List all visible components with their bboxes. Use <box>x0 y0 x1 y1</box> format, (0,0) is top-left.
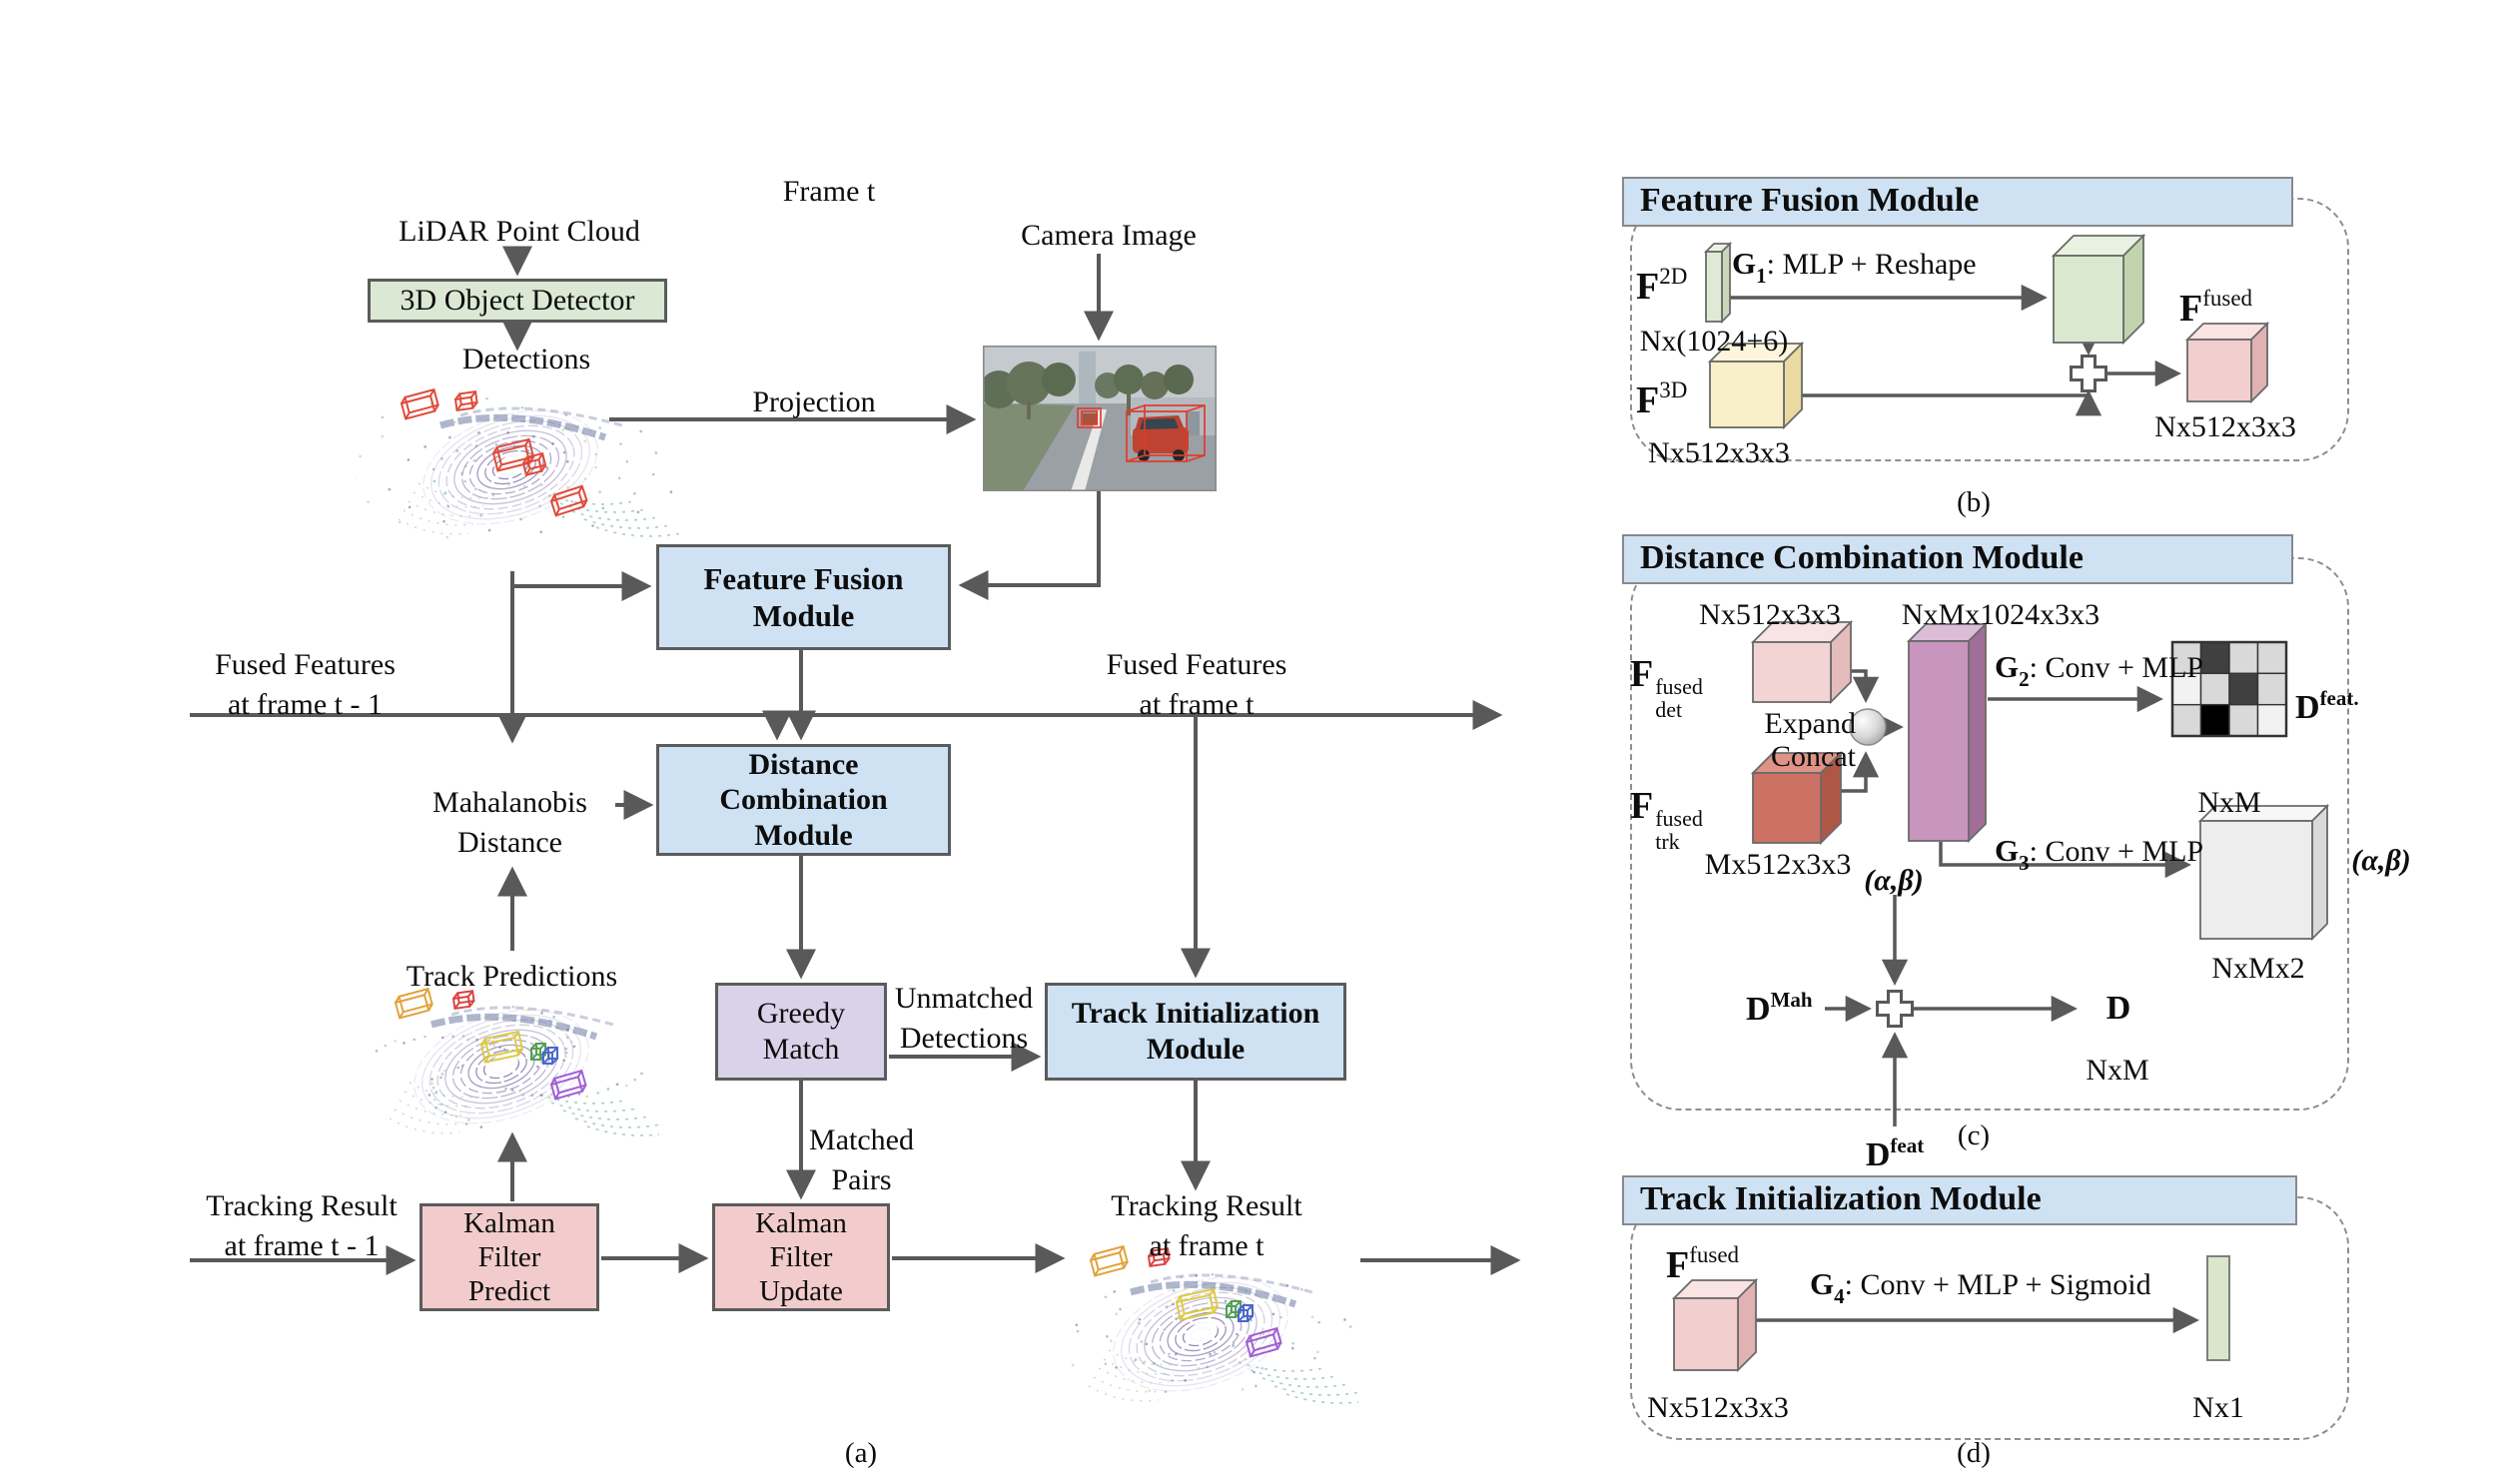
caption-b: (b) <box>1957 486 1991 518</box>
track-predictions-label: Track Predictions <box>406 960 618 993</box>
g1-label: G1: MLP + Reshape <box>1732 246 1977 288</box>
tracking-result-pointcloud-image <box>1071 1244 1358 1404</box>
arrow-f3d-to-plus <box>1788 389 2102 416</box>
expand-label: Expand <box>1764 707 1856 740</box>
g4-label: G4: Conv + MLP + Sigmoid <box>1810 1266 2151 1308</box>
camera-image-label: Camera Image <box>1021 219 1197 252</box>
detections-pointcloud-image <box>356 387 683 539</box>
distance-matrix <box>2171 641 2287 737</box>
f2d-slab-icon <box>1703 241 1733 325</box>
kalman-filter-update-box: Kalman Filter Update <box>712 1203 890 1311</box>
g2-label: G2: Conv + MLP <box>1995 649 2204 691</box>
tensor-cubes <box>1671 233 2330 1373</box>
d-out-label: D <box>2105 990 2131 1027</box>
f3d-cube-icon <box>1707 341 1805 430</box>
arrow-fused-t1-to-dcm <box>190 710 792 741</box>
lidar-label: LiDAR Point Cloud <box>399 215 640 248</box>
caption-a: (a) <box>844 1437 878 1469</box>
distance-matrix-border <box>2170 640 2288 738</box>
fused-features-t-label: Fused Features at frame t <box>1106 648 1287 721</box>
n512-out-label: Nx512x3x3 <box>2154 410 2296 443</box>
nxm-feat-label: NxM <box>2197 786 2261 819</box>
reshaped-2d-cube-icon <box>2051 233 2146 346</box>
caption-c: (c) <box>1957 1119 1991 1151</box>
mahalanobis-label: Mahalanobis Distance <box>432 786 587 859</box>
f2d-label: F2D <box>1636 264 1688 308</box>
camera-image-thumbnail <box>983 346 1217 491</box>
alpha-beta-mid-label: (α,β) <box>1864 864 1924 897</box>
dmah-label: DMah <box>1746 988 1813 1028</box>
caption-d: (d) <box>1957 1437 1991 1469</box>
n1024-label: Nx(1024+6) <box>1639 325 1789 358</box>
n512-d-label: Nx512x3x3 <box>1647 1391 1789 1424</box>
feature-fusion-module-box: Feature Fusion Module <box>656 544 951 650</box>
detector-box: 3D Object Detector <box>368 279 667 323</box>
confidence-vector-slab <box>2206 1255 2230 1361</box>
f3d-label: F3D <box>1636 377 1688 421</box>
greedy-match-box: Greedy Match <box>715 983 887 1081</box>
panel-d-header: Track Initialization Module <box>1622 1175 2297 1225</box>
ffused-label-b: Ffused <box>2179 286 2253 330</box>
n512-in-label: Nx512x3x3 <box>1648 436 1790 469</box>
concat-label: Concat <box>1771 740 1856 773</box>
flow-arrows-panel-b <box>1730 284 2181 416</box>
tracking-result-t1-label: Tracking Result at frame t - 1 <box>206 1189 398 1262</box>
matched-pairs-label: Matched Pairs <box>809 1123 914 1196</box>
nm1024-label: NxMx1024x3x3 <box>1901 598 2100 631</box>
concat-tensor-slab-icon <box>1906 621 1989 844</box>
frame-t-label: Frame t <box>782 175 876 208</box>
flow-arrows-panel-a <box>190 246 1521 1275</box>
tracking-result-t-label: Tracking Result at frame t <box>1111 1189 1302 1262</box>
arrow-camera-to-ffm <box>958 491 1101 600</box>
fused-features-t1-label: Fused Features at frame t - 1 <box>215 648 396 721</box>
detections-label: Detections <box>461 343 591 375</box>
concat-sphere-icon <box>1849 708 1887 746</box>
dfeat-in-label: Dfeat <box>1865 1133 1925 1173</box>
nxm-out-label: NxM <box>2086 1054 2149 1087</box>
ffused-label-d: Ffused <box>1666 1242 1740 1286</box>
m512-trk-label: Mx512x3x3 <box>1704 848 1852 881</box>
dfeat-out-label: Dfeat. <box>2295 686 2359 726</box>
panel-c-header: Distance Combination Module <box>1622 534 2293 584</box>
track-predictions-pointcloud-image <box>375 987 659 1136</box>
g3-label: G3: Conv + MLP <box>1995 833 2204 875</box>
nx1-label: Nx1 <box>2192 1391 2244 1424</box>
n512-det-label: Nx512x3x3 <box>1699 598 1841 631</box>
unmatched-detections-label: Unmatched Detections <box>894 982 1034 1055</box>
add-icon <box>1876 990 1914 1028</box>
add-icon <box>2070 355 2107 392</box>
kalman-filter-predict-box: Kalman Filter Predict <box>420 1203 599 1311</box>
ftrk-cube-icon <box>1750 750 1844 846</box>
arrow-g3-to-cube <box>1939 842 2191 879</box>
fdet-cube-icon <box>1750 619 1854 705</box>
alpha-beta-right-label: (α,β) <box>2351 844 2411 877</box>
ffused-cube-b-icon <box>2184 321 2270 404</box>
ffused-cube-d-icon <box>1671 1277 1759 1373</box>
projection-label: Projection <box>752 385 876 418</box>
track-initialization-module-box: Track Initialization Module <box>1045 983 1346 1081</box>
panel-b-header: Feature Fusion Module <box>1622 177 2293 227</box>
nmx2-label: NxMx2 <box>2211 952 2305 985</box>
alphabeta-cube-icon <box>2197 803 2330 942</box>
distance-combination-module-box: Distance Combination Module <box>656 744 951 856</box>
